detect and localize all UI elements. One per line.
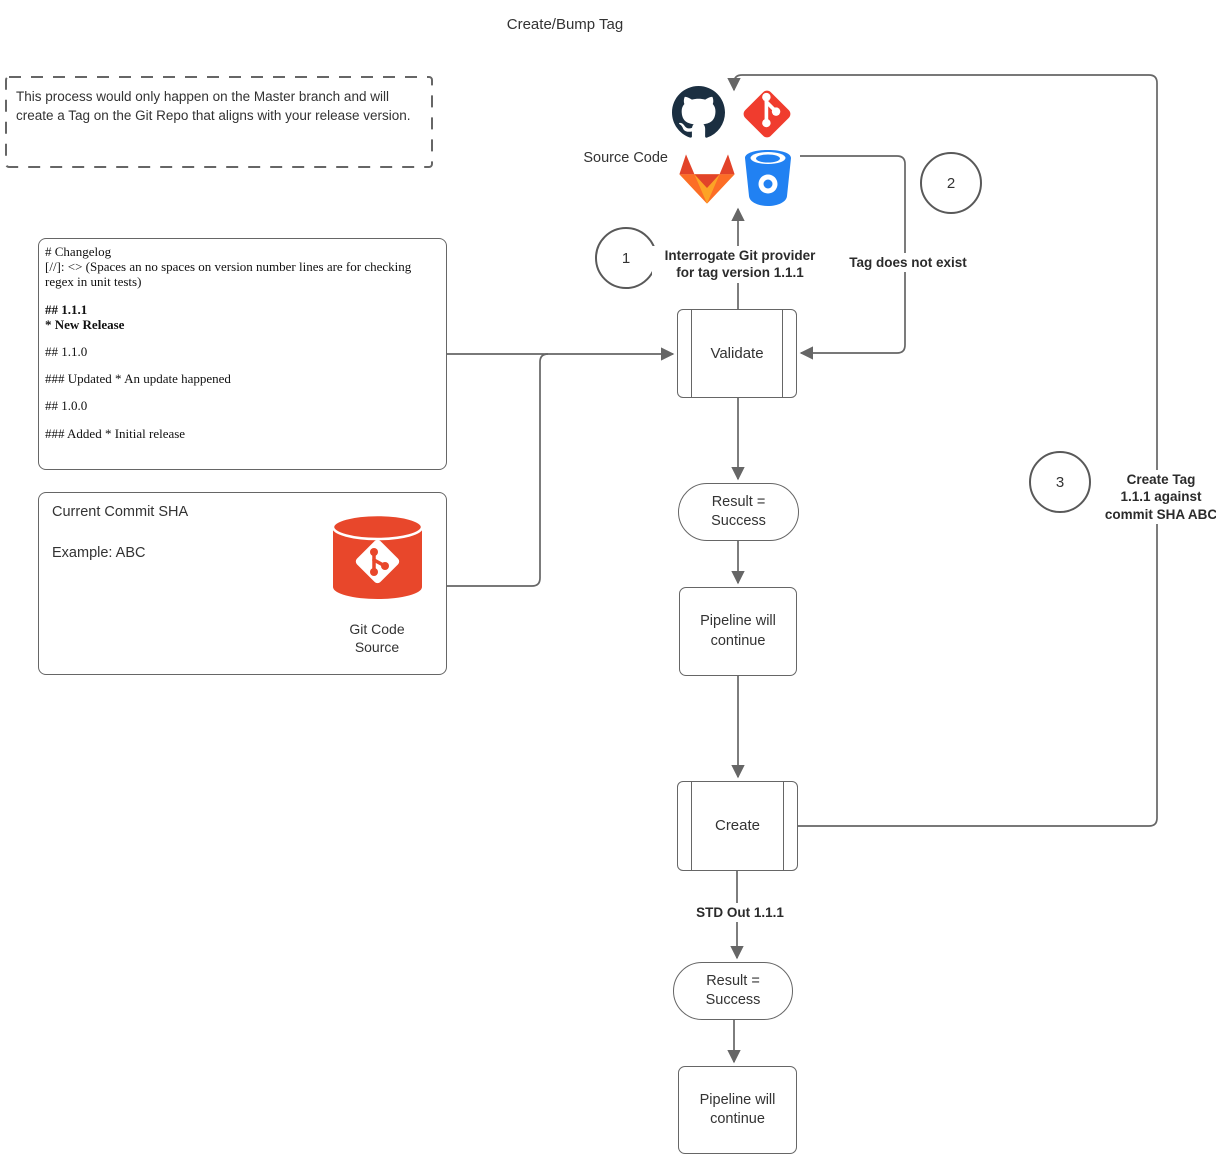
bitbucket-icon <box>745 150 791 206</box>
label-std-out: STD Out 1.1.1 <box>674 903 806 923</box>
changelog-paragraph: ## 1.1.1 * New Release <box>45 302 438 332</box>
edge-commitsha-join <box>447 353 549 587</box>
changelog-line: ## 1.1.1 <box>45 301 88 317</box>
commit-sha-example: Example: ABC <box>52 545 146 561</box>
step-badge-2: 2 <box>920 152 982 214</box>
node-result-success-1: Result = Success <box>678 483 799 541</box>
page-title: Create/Bump Tag <box>506 16 624 33</box>
commit-sha-heading: Current Commit SHA <box>52 504 189 520</box>
git-database-icon <box>331 514 424 599</box>
changelog-line: ## 1.0.0 <box>45 398 88 414</box>
source-code-label: Source Code <box>583 150 668 166</box>
changelog-line: ### Added * Initial release <box>45 425 186 441</box>
changelog-line: * New Release <box>45 316 125 332</box>
edge-create-loop-to-sourcecode <box>727 74 1158 827</box>
changelog-paragraph: # Changelog [//]: <> (Spaces an no space… <box>45 244 438 290</box>
node-create: Create <box>677 781 798 871</box>
node-pipeline-continue-2: Pipeline will continue <box>678 1066 797 1154</box>
changelog-line: # Changelog <box>45 244 112 259</box>
changelog-box: # Changelog [//]: <> (Spaces an no space… <box>38 238 447 470</box>
node-result-success-2: Result = Success <box>673 962 793 1020</box>
label-interrogate: Interrogate Git provider for tag version… <box>652 246 828 283</box>
node-validate: Validate <box>677 309 797 398</box>
gitlab-icon <box>679 154 735 204</box>
git-icon <box>743 90 791 138</box>
step-badge-1: 1 <box>595 227 657 289</box>
node-pipeline-continue-1: Pipeline will continue <box>679 587 797 676</box>
note-dashed-border <box>5 76 433 168</box>
step-badge-3: 3 <box>1029 451 1091 513</box>
note-text: This process would only happen on the Ma… <box>16 89 411 123</box>
label-create-tag: Create Tag 1.1.1 against commit SHA ABC <box>1100 470 1216 524</box>
git-source-caption: Git Code Source <box>349 621 405 656</box>
changelog-line: ## 1.1.0 <box>45 344 88 360</box>
label-tag-not-exist: Tag does not exist <box>843 253 973 273</box>
changelog-line: ### Updated * An update happened <box>45 371 231 387</box>
changelog-line: [//]: <> (Spaces an no spaces on version… <box>45 259 412 290</box>
github-icon <box>672 86 725 138</box>
